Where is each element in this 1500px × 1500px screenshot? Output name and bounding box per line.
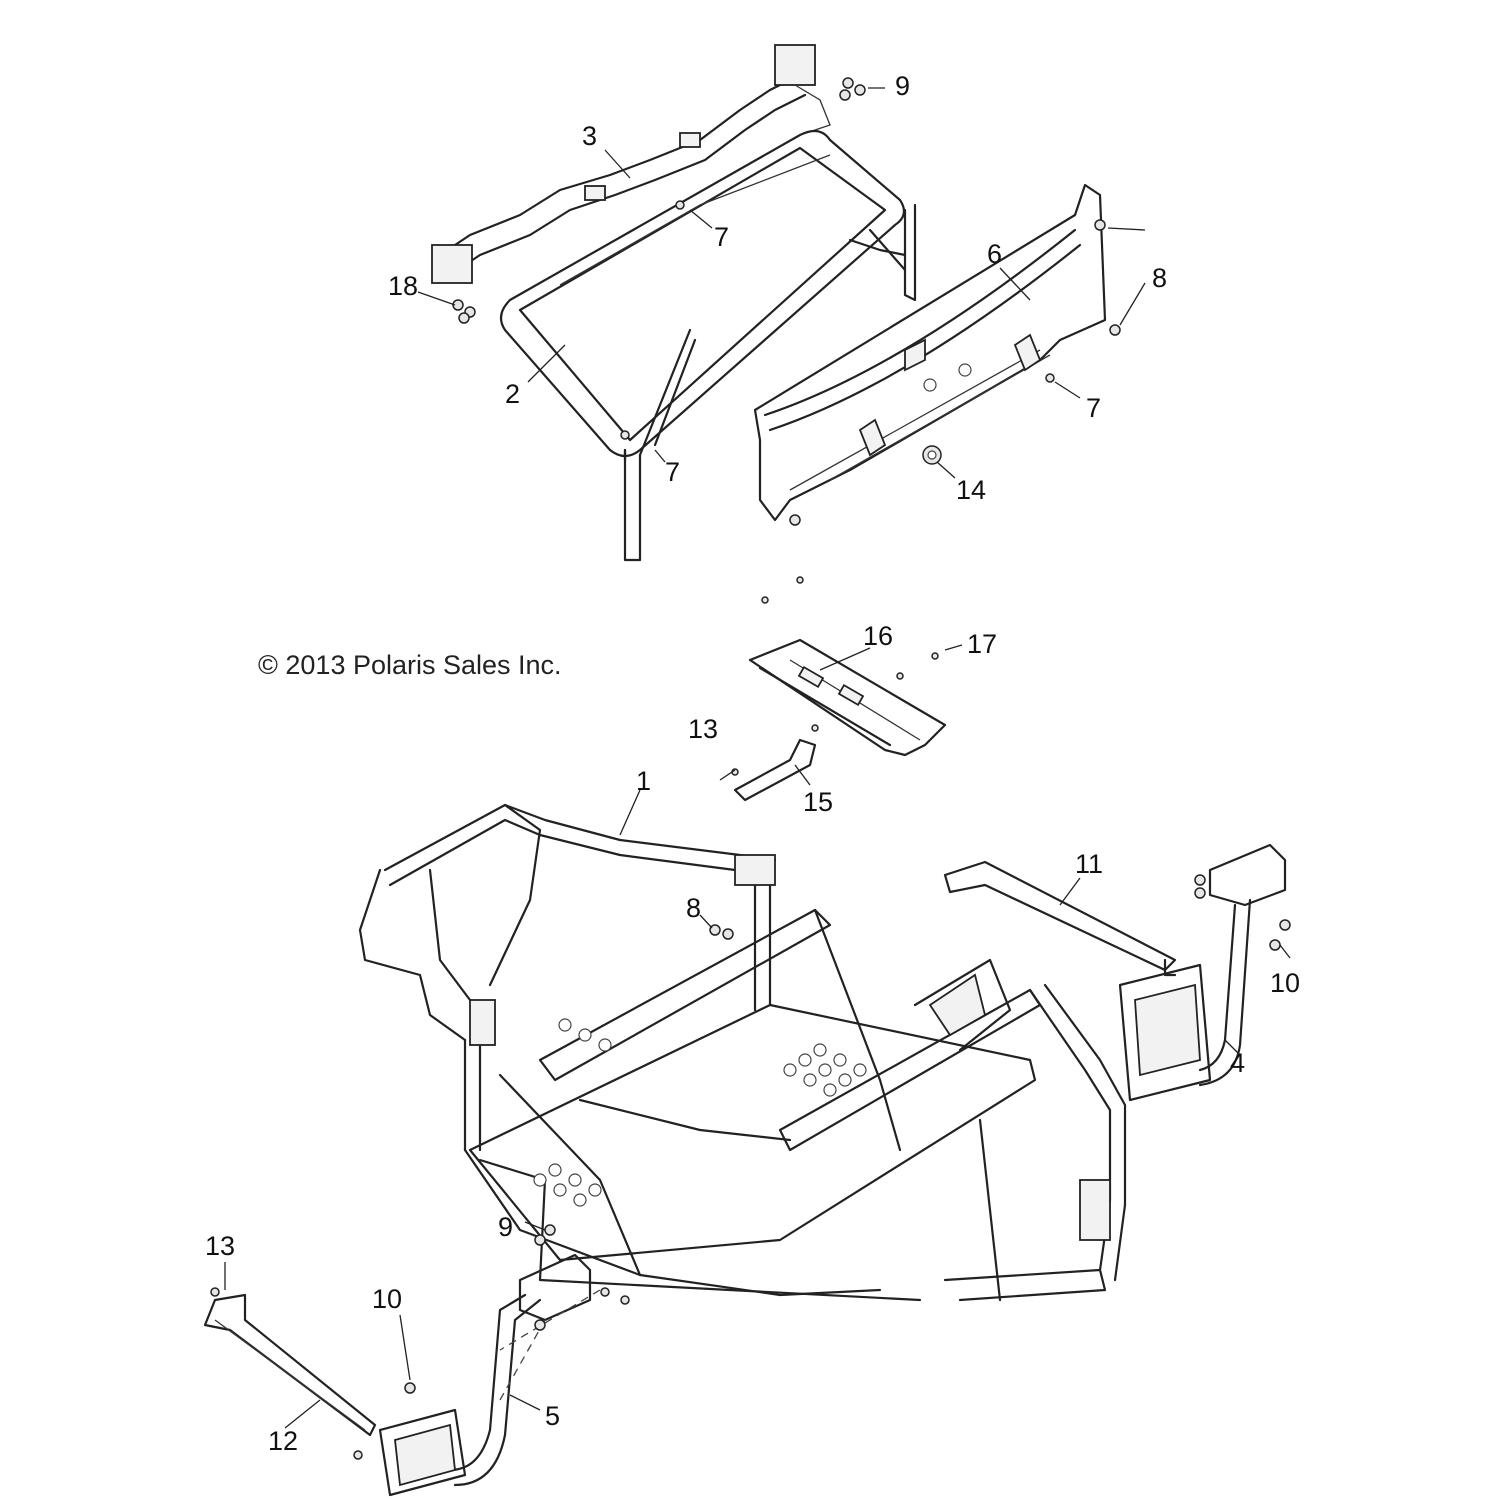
callout-7-left: 7 [665,457,680,487]
part-6-bulkhead [753,183,1107,522]
callout-7-right: 7 [1086,393,1101,423]
callout-13-lower: 13 [205,1231,235,1261]
callout-12: 12 [268,1426,298,1456]
fasteners [210,77,1291,1460]
callout-8-lower: 8 [686,893,701,923]
part-14-grommet [922,445,942,465]
callout-10-right: 10 [1270,968,1300,998]
part-12-lower-bar [203,1293,377,1437]
callout-16: 16 [863,621,893,651]
copyright-notice: © 2013 Polaris Sales Inc. [258,650,562,680]
callout-1: 1 [636,766,651,796]
callout-7-upper: 7 [714,222,729,252]
callout-10-left: 10 [372,1284,402,1314]
callout-9-lower: 9 [498,1212,513,1242]
callout-13-upper: 13 [688,714,718,744]
part-4-right-mount [1118,843,1287,1102]
part-1-main-frame [358,803,1127,1302]
callout-17: 17 [967,629,997,659]
callout-4: 4 [1230,1048,1245,1078]
callout-5: 5 [545,1401,560,1431]
callout-14: 14 [956,475,986,505]
leader-lines [224,87,1291,1429]
callout-3: 3 [582,121,597,151]
callout-9-upper: 9 [895,71,910,101]
part-15-bracket [733,738,817,802]
callouts: 9 3 7 18 6 8 2 7 7 14 16 17 13 15 1 11 8… [205,71,1300,1456]
callout-18: 18 [388,271,418,301]
part-11-support-bar [943,860,1177,977]
callout-2: 2 [505,379,520,409]
callout-11: 11 [1075,849,1103,879]
floor-perforations [533,1018,867,1207]
part-2-cargo-frame [499,129,917,562]
callout-8-upper: 8 [1152,263,1167,293]
callout-15: 15 [803,787,833,817]
callout-6: 6 [987,239,1002,269]
part-5-left-mount [378,1253,601,1497]
part-16-floor-panel [748,638,947,757]
